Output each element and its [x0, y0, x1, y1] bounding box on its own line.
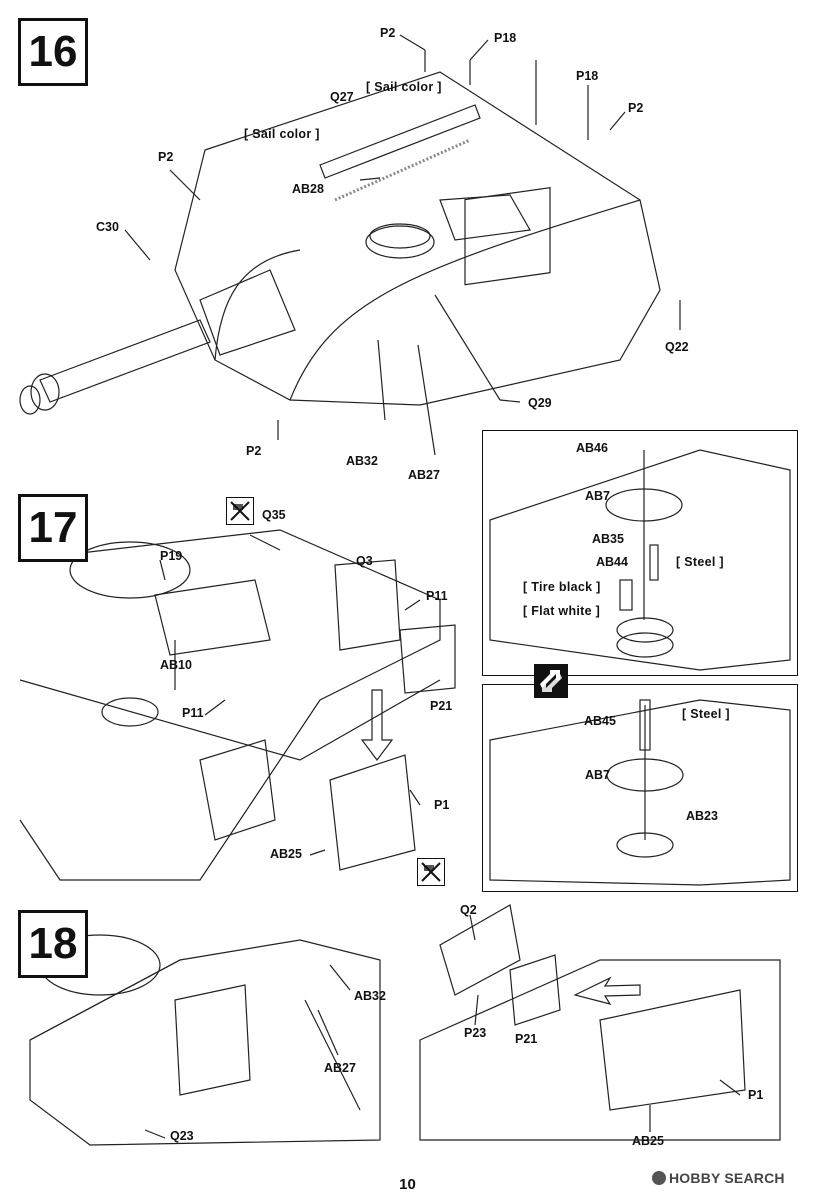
part-label: Q29 [528, 396, 552, 410]
alternative-swap-icon [534, 664, 568, 698]
part-label: P19 [160, 549, 183, 563]
part-label: C30 [96, 220, 119, 234]
part-label: AB44 [596, 555, 628, 569]
part-label: AB32 [346, 454, 378, 468]
part-label: P21 [515, 1032, 538, 1046]
note-steel: [ Steel ] [676, 555, 724, 569]
no-glue-icon [417, 858, 445, 886]
part-label: P2 [380, 26, 396, 40]
part-label: AB27 [408, 468, 440, 482]
part-label: AB25 [632, 1134, 664, 1148]
part-label: P21 [430, 699, 453, 713]
part-label: AB32 [354, 989, 386, 1003]
page-number: 10 [399, 1176, 416, 1193]
no-glue-icon [226, 497, 254, 525]
watermark-text: HOBBY SEARCH [669, 1170, 785, 1186]
note-sail-color: [ Sail color ] [244, 127, 320, 141]
note-flat-white: [ Flat white ] [523, 604, 601, 618]
part-label: Q23 [170, 1129, 194, 1143]
part-label: AB10 [160, 658, 192, 672]
part-label: Q3 [356, 554, 373, 568]
hobby-search-logo-icon [652, 1171, 666, 1185]
step-number-17: 17 [18, 494, 88, 562]
part-label: P23 [464, 1026, 487, 1040]
part-label: AB25 [270, 847, 302, 861]
part-label: AB28 [292, 182, 324, 196]
part-label: P18 [494, 31, 517, 45]
part-label: AB7 [585, 489, 611, 503]
part-label: P11 [426, 589, 448, 603]
watermark: HOBBY SEARCH [652, 1170, 785, 1186]
part-label: P2 [158, 150, 174, 164]
part-label: P2 [628, 101, 644, 115]
part-label: AB45 [584, 714, 616, 728]
part-label: AB7 [585, 768, 611, 782]
part-label: P11 [182, 706, 204, 720]
hull-outline-18 [29, 939, 381, 1146]
part-label: P18 [576, 69, 599, 83]
note-steel: [ Steel ] [682, 707, 730, 721]
part-label: P1 [434, 798, 450, 812]
part-label: P1 [748, 1088, 764, 1102]
gun-barrel [39, 319, 211, 403]
step-number-18: 18 [18, 910, 88, 978]
part-label: Q22 [665, 340, 689, 354]
note-sail-color: [ Sail color ] [366, 80, 442, 94]
part-label: Q27 [330, 90, 354, 104]
part-label: P2 [246, 444, 262, 458]
part-label: Q35 [262, 508, 286, 522]
step-number-16: 16 [18, 18, 88, 86]
part-label: AB27 [324, 1061, 356, 1075]
inset-steel-parts-b [482, 684, 798, 892]
part-label: Q2 [460, 903, 477, 917]
turret-outline-16 [174, 71, 661, 406]
inset-steel-parts-a [482, 430, 798, 676]
part-label: AB46 [576, 441, 608, 455]
part-label: AB23 [686, 809, 718, 823]
part-label: AB35 [592, 532, 624, 546]
note-tire-black: [ Tire black ] [523, 580, 601, 594]
hull-outline-17 [19, 529, 441, 881]
